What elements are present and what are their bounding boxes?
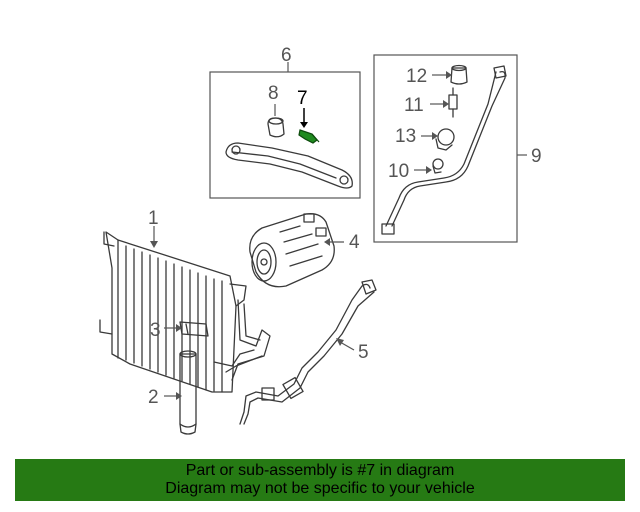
part-11-valve[interactable] <box>448 87 458 118</box>
callout-13[interactable]: 13 <box>395 126 416 147</box>
callout-1[interactable]: 1 <box>148 208 159 229</box>
callout-12[interactable]: 12 <box>406 66 427 87</box>
part-5-hose[interactable] <box>239 279 377 425</box>
part-4-compressor[interactable] <box>249 213 335 288</box>
callout-8[interactable]: 8 <box>268 83 279 104</box>
banner-line-2: Diagram may not be specific to your vehi… <box>165 480 475 497</box>
part-13-fitting[interactable] <box>435 128 455 151</box>
callout-5[interactable]: 5 <box>358 342 369 363</box>
part-8-cap[interactable] <box>267 117 285 138</box>
callout-3[interactable]: 3 <box>150 320 161 341</box>
callout-11[interactable]: 11 <box>404 95 424 116</box>
banner-line-1: Part or sub-assembly is #7 in diagram <box>185 462 455 479</box>
group-6-box <box>209 71 361 199</box>
callout-6[interactable]: 6 <box>281 45 292 66</box>
part-1-condenser[interactable] <box>99 231 271 393</box>
callout-9[interactable]: 9 <box>531 146 542 167</box>
part-2-drier[interactable] <box>179 350 197 435</box>
part-12-cap[interactable] <box>450 64 468 85</box>
callout-10[interactable]: 10 <box>388 161 409 182</box>
notice-banner: Part or sub-assembly is #7 in diagram Di… <box>15 459 625 501</box>
callout-4[interactable]: 4 <box>349 232 360 253</box>
group-9-box <box>373 54 518 243</box>
group-9-hose-line[interactable] <box>381 65 507 235</box>
part-3-bracket[interactable] <box>179 321 209 337</box>
part-7-valve-core[interactable] <box>298 129 320 144</box>
callout-7[interactable]: 7 <box>297 88 308 109</box>
part-10-sensor[interactable] <box>432 158 444 174</box>
group-6-hose[interactable] <box>225 142 353 189</box>
parts-diagram: 6 9 8 7 12 11 <box>99 45 542 435</box>
callout-2[interactable]: 2 <box>148 387 159 408</box>
